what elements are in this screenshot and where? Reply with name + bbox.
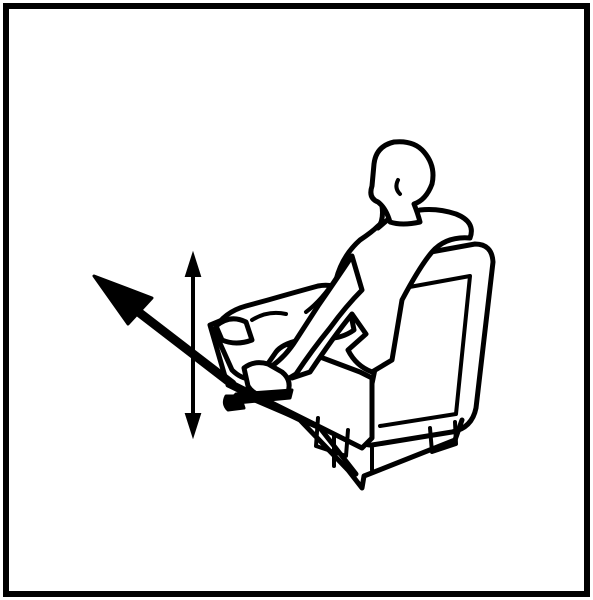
seat-frame-bar-3 [428, 420, 458, 454]
person-ear [394, 178, 402, 196]
adjustment-lever [222, 388, 294, 412]
lever-handle [222, 394, 246, 412]
person-head [368, 139, 436, 227]
up-down-double-arrow [184, 250, 202, 440]
person [211, 139, 474, 401]
vertical-arrow-head-down [184, 413, 202, 440]
person-foot [213, 316, 255, 346]
pull-arrow-shaft [123, 299, 237, 389]
pull-arrow-head [92, 274, 154, 326]
person-knee-line [250, 310, 288, 322]
vertical-arrow-head-up [184, 250, 202, 277]
seat-back-panel [378, 274, 472, 428]
frame-border [3, 3, 590, 597]
pull-forward-arrow [92, 274, 237, 389]
seat-frame-bar-1 [314, 416, 350, 458]
seat-rail-lower [247, 395, 359, 477]
